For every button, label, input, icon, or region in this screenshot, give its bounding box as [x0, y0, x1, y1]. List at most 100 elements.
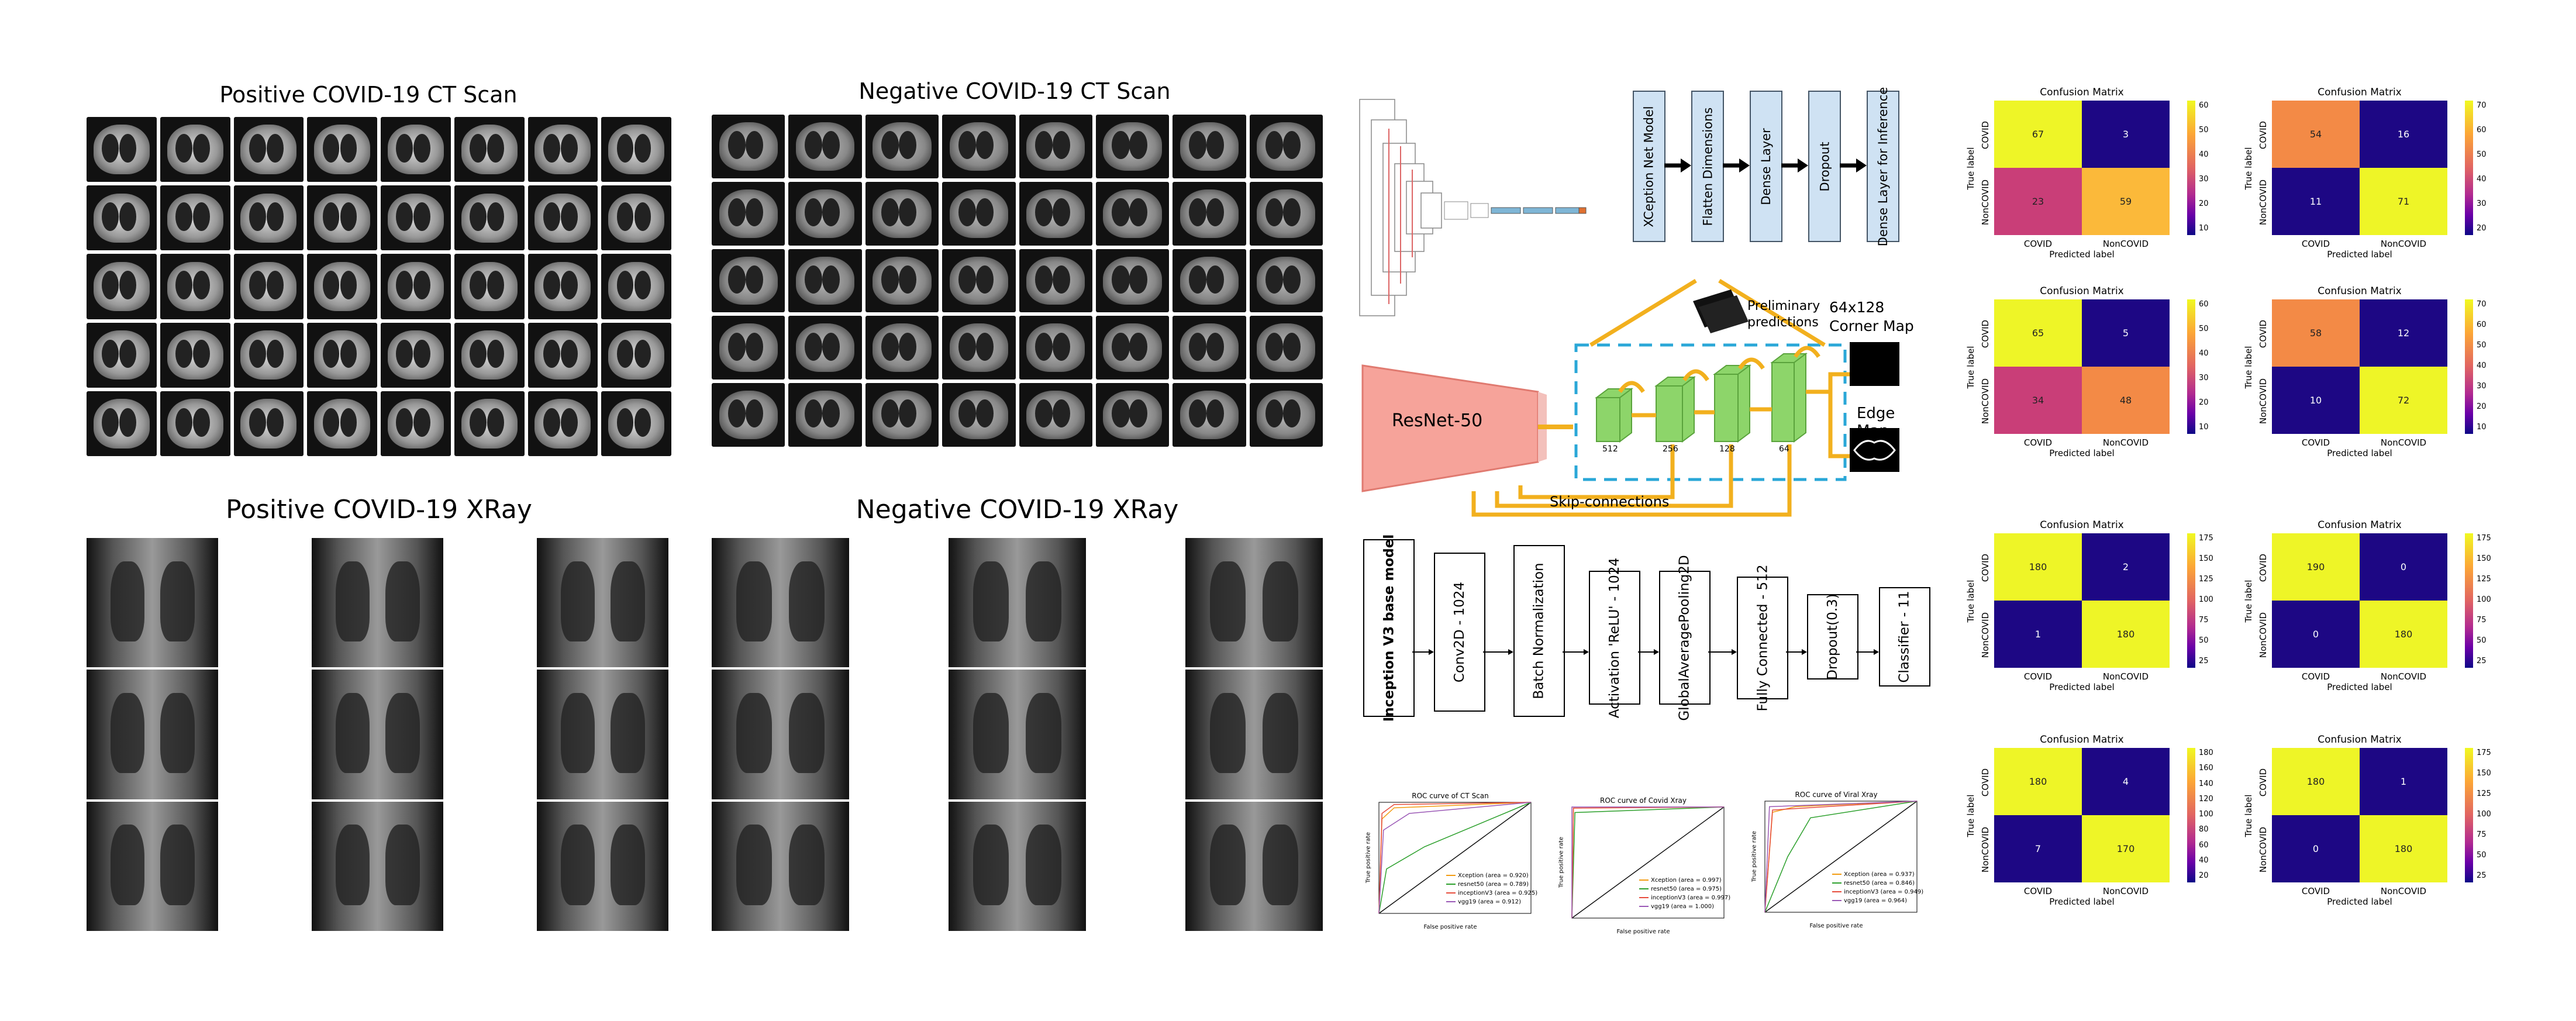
ct-negative-image — [1173, 115, 1246, 178]
roc-xlabel: False positive rate — [1809, 923, 1863, 929]
cm-cell: 23 — [1994, 168, 2082, 235]
arrow-icon — [1708, 648, 1737, 656]
arrow-icon — [1786, 648, 1807, 656]
legend-label: resnet50 (area = 0.789) — [1458, 881, 1529, 888]
ct-positive-image — [601, 254, 671, 319]
ct-positive-grid — [87, 117, 671, 456]
cm-colorbar-tick: 175 — [2199, 534, 2213, 543]
cm-xtick: COVID — [2023, 886, 2053, 896]
inception-block: Fully Connected - 512 — [1737, 565, 1788, 711]
ct-negative-image — [1173, 383, 1246, 447]
cm-colorbar-tick: 30 — [2477, 199, 2487, 208]
cm-xlabel: Predicted label — [2327, 249, 2392, 260]
cm-colorbar-tick: 140 — [2199, 779, 2213, 788]
ct-positive-image — [381, 254, 451, 319]
inception-block-label: Fully Connected - 512 — [1755, 564, 1770, 712]
cm-xlabel: Predicted label — [2049, 448, 2115, 458]
roc-legend-entry: Xception (area = 0.997) — [1639, 877, 1722, 884]
ct-positive-image — [87, 322, 157, 388]
legend-swatch — [1446, 892, 1456, 894]
cm-colorbar-tick: 125 — [2199, 575, 2213, 584]
xray-negative-image — [1185, 670, 1323, 799]
cm-colorbar-tick: 75 — [2477, 830, 2487, 839]
cm-title: Confusion Matrix — [2040, 87, 2124, 98]
cm-colorbar-tick: 10 — [2199, 423, 2209, 432]
ct-negative-image — [788, 383, 862, 447]
cm-cell: 180 — [2360, 815, 2447, 882]
ct-positive-image — [233, 117, 304, 182]
xray-positive-image — [312, 538, 443, 668]
cm-ytick: COVID — [2258, 120, 2268, 149]
corner-map-image — [1850, 342, 1899, 386]
xray-negative-image — [712, 538, 849, 668]
xception-block: Dense Layer — [1750, 91, 1782, 242]
cm-xtick: NonCOVID — [2380, 239, 2427, 249]
cnn-layers-diagram — [1357, 88, 1602, 327]
cm-colorbar-tick: 120 — [2199, 794, 2213, 803]
ct-negative-image — [1019, 383, 1092, 447]
cm-colorbar-tick: 150 — [2477, 554, 2491, 563]
xray-positive-grid — [87, 538, 668, 931]
roc-legend-entry: resnet50 (area = 0.789) — [1446, 881, 1529, 888]
ct-negative-image — [712, 181, 785, 246]
legend-swatch — [1446, 901, 1456, 902]
cm-cell: 180 — [2272, 748, 2360, 815]
cm-cell: 180 — [2360, 601, 2447, 668]
xray-negative-image — [712, 801, 849, 931]
legend-swatch — [1639, 897, 1649, 898]
cm-cell: 67 — [1994, 101, 2082, 168]
inception-block-label: Inception V3 base model — [1381, 534, 1396, 722]
ct-positive-image — [454, 117, 525, 182]
ct-negative-image — [1249, 181, 1323, 246]
ct-negative-image — [942, 181, 1016, 246]
cm-colorbar-tick: 150 — [2199, 554, 2213, 563]
ct-positive-image — [381, 322, 451, 388]
cm-colorbar — [2187, 533, 2195, 668]
edge-map-image — [1850, 428, 1899, 472]
roc-legend-entry: inceptionV3 (area = 0.925) — [1446, 890, 1537, 896]
cm-colorbar — [2465, 748, 2473, 882]
roc-title: ROC curve of Covid Xray — [1600, 796, 1687, 805]
arrow-icon — [1483, 648, 1513, 656]
cm-cell: 54 — [2272, 101, 2360, 168]
cm-cell: 0 — [2360, 533, 2447, 601]
cm-xtick: COVID — [2301, 671, 2330, 682]
cm-cell: 170 — [2082, 815, 2170, 882]
ct-positive-image — [381, 391, 451, 456]
ct-positive-image — [160, 254, 230, 319]
ct-positive-image — [160, 117, 230, 182]
skip-connections-label: Skip-connections — [1550, 494, 1670, 510]
ct-negative-image — [1173, 181, 1246, 246]
xray-negative-image — [949, 670, 1086, 799]
ct-negative-image — [712, 316, 785, 380]
cm-colorbar-tick: 25 — [2477, 871, 2487, 880]
ct-positive-image — [233, 391, 304, 456]
cm-colorbar-tick: 60 — [2477, 126, 2487, 134]
cm-colorbar-tick: 25 — [2199, 657, 2209, 665]
arrow-icon — [1839, 158, 1867, 173]
cm-xtick: NonCOVID — [2102, 437, 2149, 448]
cm-ylabel: True label — [2243, 147, 2254, 190]
cm-cell: 1 — [1994, 601, 2082, 668]
ct-positive-image — [601, 322, 671, 388]
ct-negative-image — [1019, 181, 1092, 246]
cm-colorbar — [2187, 299, 2195, 434]
legend-label: resnet50 (area = 0.846) — [1844, 880, 1915, 887]
cm-colorbar-tick: 60 — [2199, 300, 2209, 309]
cm-colorbar-tick: 75 — [2477, 616, 2487, 625]
cm-title: Confusion Matrix — [2040, 285, 2124, 297]
cm-ytick: COVID — [1980, 553, 1991, 582]
cm-cell: 0 — [2272, 601, 2360, 668]
arrow-icon — [1663, 158, 1691, 173]
cm-colorbar-tick: 40 — [2199, 856, 2209, 865]
xray-positive-image — [87, 801, 218, 931]
ct-positive-image — [160, 185, 230, 251]
inception-block-label: Classifier - 11 — [1897, 591, 1912, 683]
ct-positive-image — [160, 322, 230, 388]
